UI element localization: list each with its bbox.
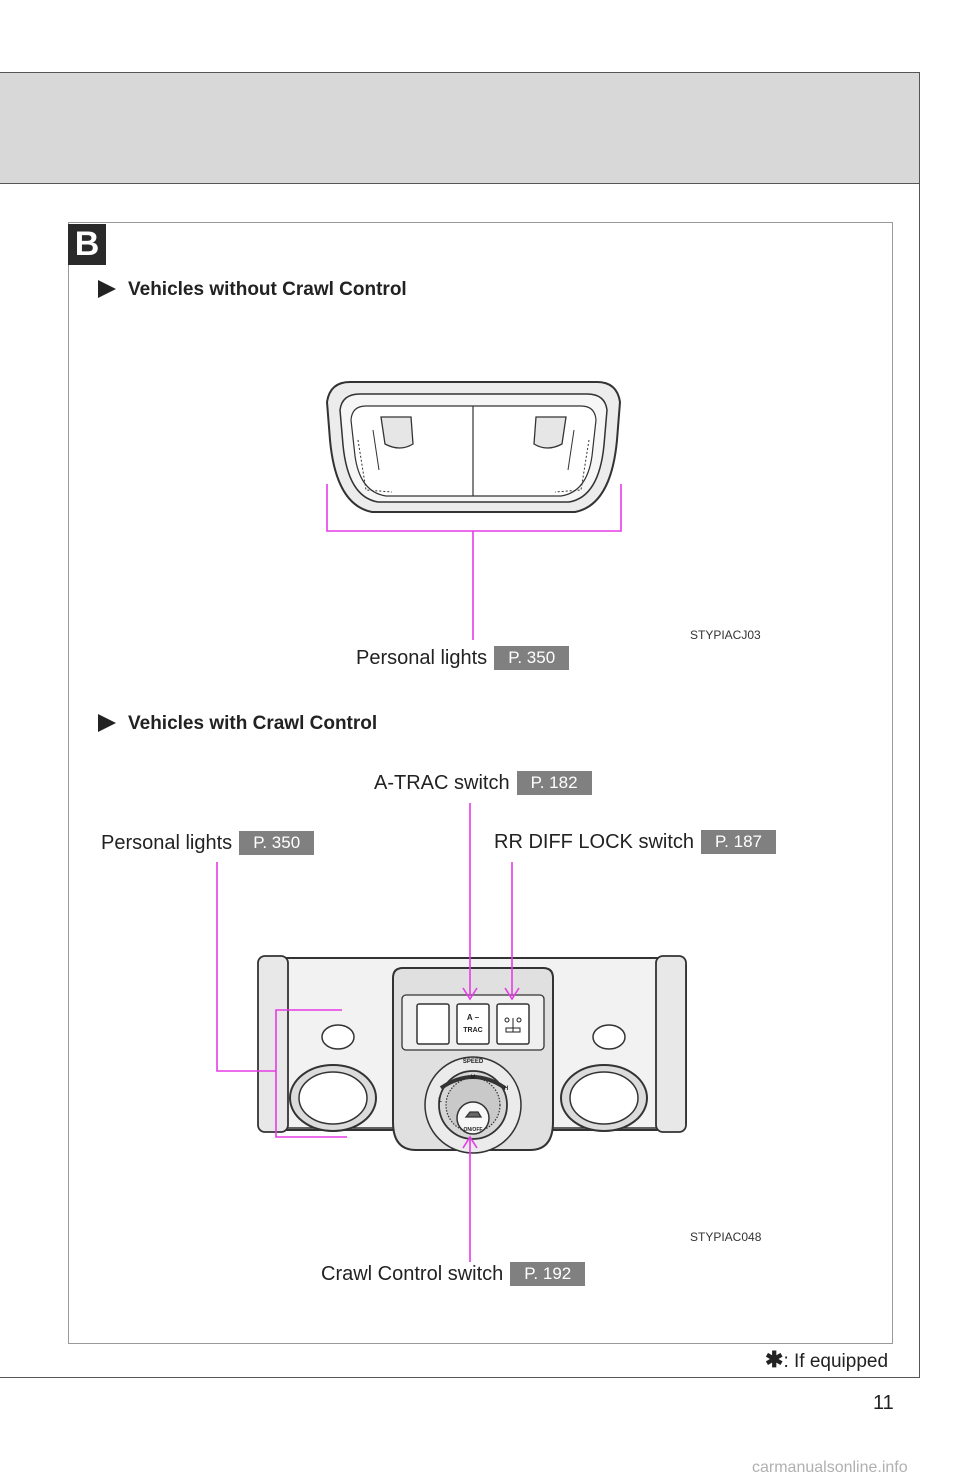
overhead-console-illustration	[257, 955, 687, 1154]
page-right-rule	[919, 182, 920, 1378]
page-ref-crawl[interactable]: P. 192	[510, 1262, 586, 1286]
dial-letter-low: L	[438, 1098, 442, 1104]
dial-letter-mid: M	[471, 1075, 476, 1081]
image-code-top: STYPIACJ03	[690, 628, 761, 642]
callout-rr-diff	[504, 862, 520, 1001]
footnote: ✱: If equipped	[765, 1347, 888, 1373]
page-ref-rr-diff[interactable]: P. 187	[701, 830, 776, 854]
heading-with-crawl-text: Vehicles with Crawl Control	[128, 713, 378, 734]
label-rr-diff-lock-switch: RR DIFF LOCK switch P. 187	[494, 829, 776, 855]
label-crawl-control-switch: Crawl Control switch P. 192	[321, 1261, 586, 1287]
label-personal-lights-bottom: Personal lights P. 350	[101, 830, 315, 856]
asterisk-icon: ✱	[765, 1347, 784, 1372]
page-number: 11	[873, 1392, 894, 1414]
rr-diff-lock-icon	[504, 1017, 522, 1033]
label-personal-lights-top-text: Personal lights	[356, 647, 488, 669]
atrac-button-line1: A –	[467, 1013, 480, 1022]
speed-label: SPEED	[463, 1059, 484, 1065]
header-band	[0, 72, 920, 184]
section-badge: B	[68, 224, 106, 265]
callout-personal-lights-bottom	[216, 862, 347, 1138]
heading-without-crawl: Vehicles without Crawl Control	[98, 279, 407, 301]
page-ref-personal-lights-top[interactable]: P. 350	[494, 646, 570, 670]
heading-without-crawl-text: Vehicles without Crawl Control	[128, 279, 407, 300]
triangle-bullet-icon	[98, 714, 116, 732]
triangle-bullet-icon	[98, 280, 116, 298]
dial-letter-high: H	[504, 1086, 508, 1092]
page-ref-atrac[interactable]: P. 182	[516, 771, 592, 795]
atrac-button-line2: TRAC	[463, 1027, 482, 1034]
label-atrac-switch-text: A-TRAC switch	[374, 772, 510, 794]
callout-crawl	[462, 1135, 478, 1262]
image-code-bottom: STYPIAC048	[690, 1230, 762, 1244]
onoff-label: ON/OFF	[464, 1127, 483, 1133]
heading-with-crawl: Vehicles with Crawl Control	[98, 713, 377, 735]
label-atrac-switch: A-TRAC switch P. 182	[374, 770, 592, 796]
label-personal-lights-top: Personal lights P. 350	[356, 645, 570, 671]
watermark: carmanualsonline.info	[752, 1459, 908, 1476]
page-bottom-rule	[0, 1377, 920, 1378]
page-ref-personal-lights-bottom[interactable]: P. 350	[239, 831, 315, 855]
content-frame	[68, 222, 893, 1344]
label-rr-diff-lock-switch-text: RR DIFF LOCK switch	[494, 831, 695, 853]
callout-personal-lights-top	[326, 484, 622, 640]
label-personal-lights-bottom-text: Personal lights	[101, 832, 233, 854]
callout-atrac	[462, 803, 478, 1001]
label-crawl-control-switch-text: Crawl Control switch	[321, 1263, 504, 1285]
personal-lights-console-illustration	[325, 381, 622, 513]
footnote-text: : If equipped	[783, 1351, 889, 1372]
